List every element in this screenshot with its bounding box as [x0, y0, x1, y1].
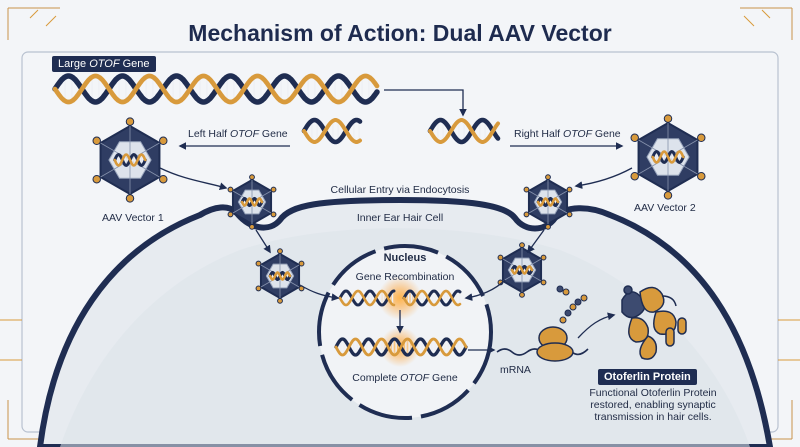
left-half-helix [301, 117, 363, 145]
ribosome-icon [536, 285, 588, 362]
left-half-label: Left Half OTOF Gene [188, 128, 288, 140]
nucleus-label: Nucleus [383, 252, 427, 264]
complete-gene-label: Complete OTOF Gene [352, 372, 458, 384]
aav-vector-1-icon-cargo [113, 153, 147, 167]
mrna-label: mRNA [500, 364, 531, 376]
frame-accents [0, 9, 800, 361]
protein-description: Functional Otoferlin Protein restored, e… [568, 387, 738, 423]
aav-entering-left-icon-cargo [240, 196, 264, 208]
aav-inside-left-icon [255, 248, 305, 304]
arrow-split-gene [384, 89, 467, 117]
cell-label: Inner Ear Hair Cell [356, 212, 444, 224]
arrow-v1-inner [255, 229, 271, 254]
otoferlin-protein-icon [621, 285, 687, 360]
aav-inside-left-icon-cargo [268, 270, 292, 282]
protein-desc-line-1: Functional Otoferlin Protein [589, 387, 717, 399]
aav-entering-right-icon [523, 174, 573, 230]
large-gene-label: Large OTOF Gene [52, 56, 156, 72]
recombination-glow [378, 276, 422, 320]
arrow-v1-entry [159, 167, 228, 191]
complete-otof-helix [334, 337, 468, 357]
recombination-right-helix [402, 289, 462, 307]
page-title: Mechanism of Action: Dual AAV Vector [188, 20, 612, 46]
protein-label: Otoferlin Protein [598, 369, 697, 385]
arrow-v2-inner [527, 229, 545, 254]
right-half-helix [427, 117, 501, 145]
arrow-translation [577, 312, 616, 339]
aav-entering-right-icon-cargo [536, 196, 560, 208]
aav-vector-1-icon [92, 117, 168, 203]
flow-arrows [159, 89, 633, 354]
vector1-label: AAV Vector 1 [102, 212, 164, 224]
arrow-v1-nucleus [299, 284, 340, 302]
protein-desc-line-3: transmission in hair cells. [594, 411, 712, 423]
aav-inside-right-icon-cargo [510, 264, 534, 276]
arrow-v2-nucleus [464, 279, 506, 301]
recombination-label: Gene Recombination [355, 271, 455, 283]
recombination-left-helix [338, 289, 396, 307]
aav-inside-right-icon [497, 242, 547, 298]
large-otof-gene-helix [52, 73, 380, 105]
aav-vector-2-icon-cargo [651, 150, 685, 164]
aav-entering-left-icon [227, 174, 277, 230]
arrow-v2-entry [574, 167, 633, 189]
aav-vector-2-icon [630, 114, 706, 200]
protein-desc-line-2: restored, enabling synaptic [590, 399, 716, 411]
right-half-label: Right Half OTOF Gene [514, 128, 621, 140]
endocytosis-label: Cellular Entry via Endocytosis [330, 184, 470, 196]
vector2-label: AAV Vector 2 [634, 202, 696, 214]
